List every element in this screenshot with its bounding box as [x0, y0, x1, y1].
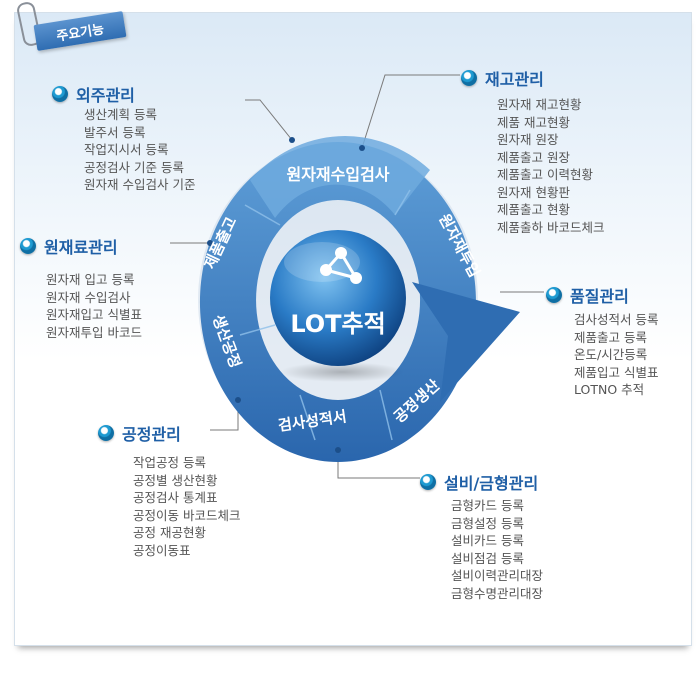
- list-item: 제품출하 바코드체크: [497, 219, 605, 235]
- connector-outsourcing: [245, 99, 293, 141]
- list-item: 설비이력관리대장: [451, 568, 544, 583]
- ring-top-segment: [250, 136, 430, 218]
- list-item: 원자재 수입검사: [46, 289, 131, 305]
- list-item: 제품입고 식별표: [574, 364, 659, 380]
- center-label: LOT추적: [290, 310, 385, 338]
- list-item: 제품출고 이력현황: [497, 167, 593, 182]
- divider-5: [379, 389, 393, 441]
- section-process-list: 작업공정 등록 공정별 생산현황 공정검사 통계표 공정이동 바코드체크 공정 …: [133, 454, 240, 559]
- bullet-icon: [20, 238, 36, 254]
- section-equipment-title: 설비/금형관리: [420, 470, 538, 494]
- cycle-arrow-head: [412, 282, 520, 402]
- list-item: 온도/시간등록: [574, 347, 648, 362]
- list-item: 공정이동표: [133, 542, 191, 558]
- list-item: 제품 재고현황: [497, 114, 570, 130]
- divider-1: [244, 204, 281, 226]
- ring-dot-5: [335, 447, 341, 453]
- section-material-title: 원재료관리: [20, 234, 118, 258]
- section-quality-list: 검사성적서 등록 제품출고 등록 온도/시간등록 제품입고 식별표 LOTNO …: [574, 311, 658, 399]
- list-item: 공정 재공현황: [133, 525, 206, 540]
- list-item: 원자재 입고 등록: [46, 272, 135, 287]
- cycle-ring: [199, 142, 476, 463]
- list-item: 발주서 등록: [84, 124, 146, 140]
- list-item: 원자재입고 식별표: [46, 307, 142, 322]
- section-material-list: 원자재 입고 등록 원자재 수입검사 원자재입고 식별표 원자재투입 바코드: [46, 271, 142, 341]
- list-item: 작업지시서 등록: [84, 142, 169, 157]
- divider-4: [299, 394, 316, 441]
- ring-dot-4: [235, 397, 241, 403]
- ring-dot-2: [359, 145, 365, 151]
- list-item: 원자재 재고현황: [497, 97, 582, 112]
- list-item: 설비점검 등록: [451, 550, 524, 566]
- molecule-icon: [320, 247, 362, 284]
- bullet-icon: [546, 287, 562, 303]
- bullet-icon: [420, 474, 436, 490]
- list-item: 검사성적서 등록: [574, 312, 659, 327]
- list-item: 생산계획 등록: [84, 107, 157, 122]
- ring-dot-3: [207, 240, 213, 246]
- list-item: 제품출고 등록: [574, 329, 647, 345]
- list-item: 원자재 수입검사 기준: [84, 177, 196, 192]
- bullet-icon: [461, 70, 477, 86]
- list-item: 금형설정 등록: [451, 515, 524, 531]
- list-item: 원자재 원장: [497, 132, 559, 147]
- section-process-title: 공정관리: [98, 421, 181, 445]
- ring-label-top: 원자재수입검사: [286, 165, 389, 184]
- list-item: 설비카드 등록: [451, 533, 524, 548]
- list-item: 제품출고 현황: [497, 202, 570, 217]
- sphere-shadow: [280, 362, 404, 382]
- list-item: 금형수명관리대장: [451, 585, 544, 601]
- list-item: 공정이동 바코드체크: [133, 507, 241, 523]
- list-item: 원자재 현황판: [497, 184, 570, 200]
- lot-sphere: [270, 230, 406, 366]
- list-item: 공정검사 기준 등록: [84, 159, 184, 175]
- connector-inventory: [361, 74, 460, 149]
- divider-3: [239, 324, 276, 336]
- list-item: LOTNO 추적: [574, 382, 645, 397]
- section-equipment-list: 금형카드 등록 금형설정 등록 설비카드 등록 설비점검 등록 설비이력관리대장…: [451, 497, 543, 602]
- list-item: 제품출고 원장: [497, 149, 570, 165]
- bullet-icon: [98, 425, 114, 441]
- section-inventory-list: 원자재 재고현황 제품 재고현황 원자재 원장 제품출고 원장 제품출고 이력현…: [497, 96, 604, 236]
- list-item: 작업공정 등록: [133, 455, 206, 470]
- section-outsourcing-list: 생산계획 등록 발주서 등록 작업지시서 등록 공정검사 기준 등록 원자재 수…: [84, 106, 195, 194]
- section-quality-title: 품질관리: [546, 283, 629, 307]
- list-item: 원자재투입 바코드: [46, 324, 142, 340]
- list-item: 공정별 생산현황: [133, 472, 218, 488]
- list-item: 공정검사 통계표: [133, 490, 218, 505]
- bullet-icon: [52, 86, 68, 102]
- list-item: 금형카드 등록: [451, 498, 524, 513]
- section-inventory-title: 재고관리: [461, 66, 544, 90]
- divider-2: [394, 189, 411, 216]
- ring-dot-1: [289, 137, 295, 143]
- section-outsourcing-title: 외주관리: [52, 82, 135, 106]
